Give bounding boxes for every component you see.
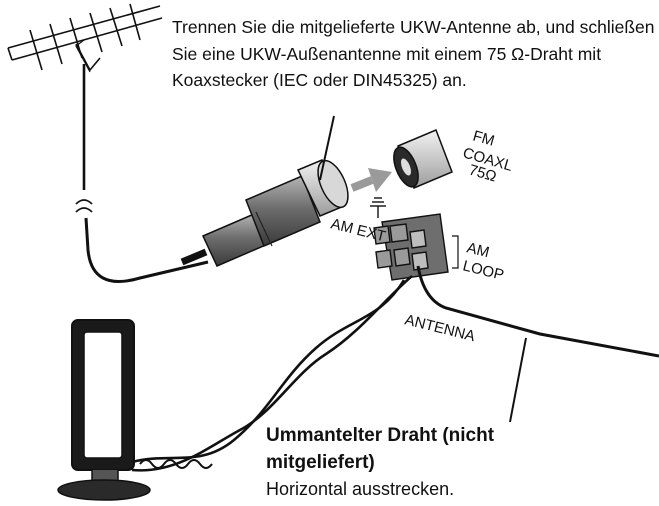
wire-note-bold-line-1: Ummantelter Draht (nicht (266, 425, 495, 446)
callout-line-wire (509, 337, 527, 423)
am-ext-label: AM EXT (329, 215, 387, 245)
insert-arrow-icon (350, 168, 392, 192)
am-terminal-block-icon (370, 197, 459, 281)
am-external-wire (416, 265, 659, 358)
am-loop-antenna-icon (57, 319, 151, 501)
antenna-label: ANTENNA (403, 311, 477, 345)
wire-note-bold-line-2: mitgeliefert) (266, 452, 375, 473)
am-loop-label-line2: LOOP (461, 257, 506, 284)
fm-coax-socket-icon (393, 129, 453, 189)
fm-label: FM (471, 128, 497, 150)
am-loop-label-line1: AM (465, 239, 491, 261)
twisted-loop-wire (131, 275, 413, 472)
outdoor-fm-antenna-icon (7, 3, 209, 283)
connection-instruction-text: Trennen Sie die mitgelieferte UKW-Antenn… (172, 17, 655, 90)
wire-note-plain-line: Horizontal ausstrecken. (266, 479, 455, 499)
coax-plug-icon (180, 159, 349, 267)
callout-line (319, 115, 335, 181)
